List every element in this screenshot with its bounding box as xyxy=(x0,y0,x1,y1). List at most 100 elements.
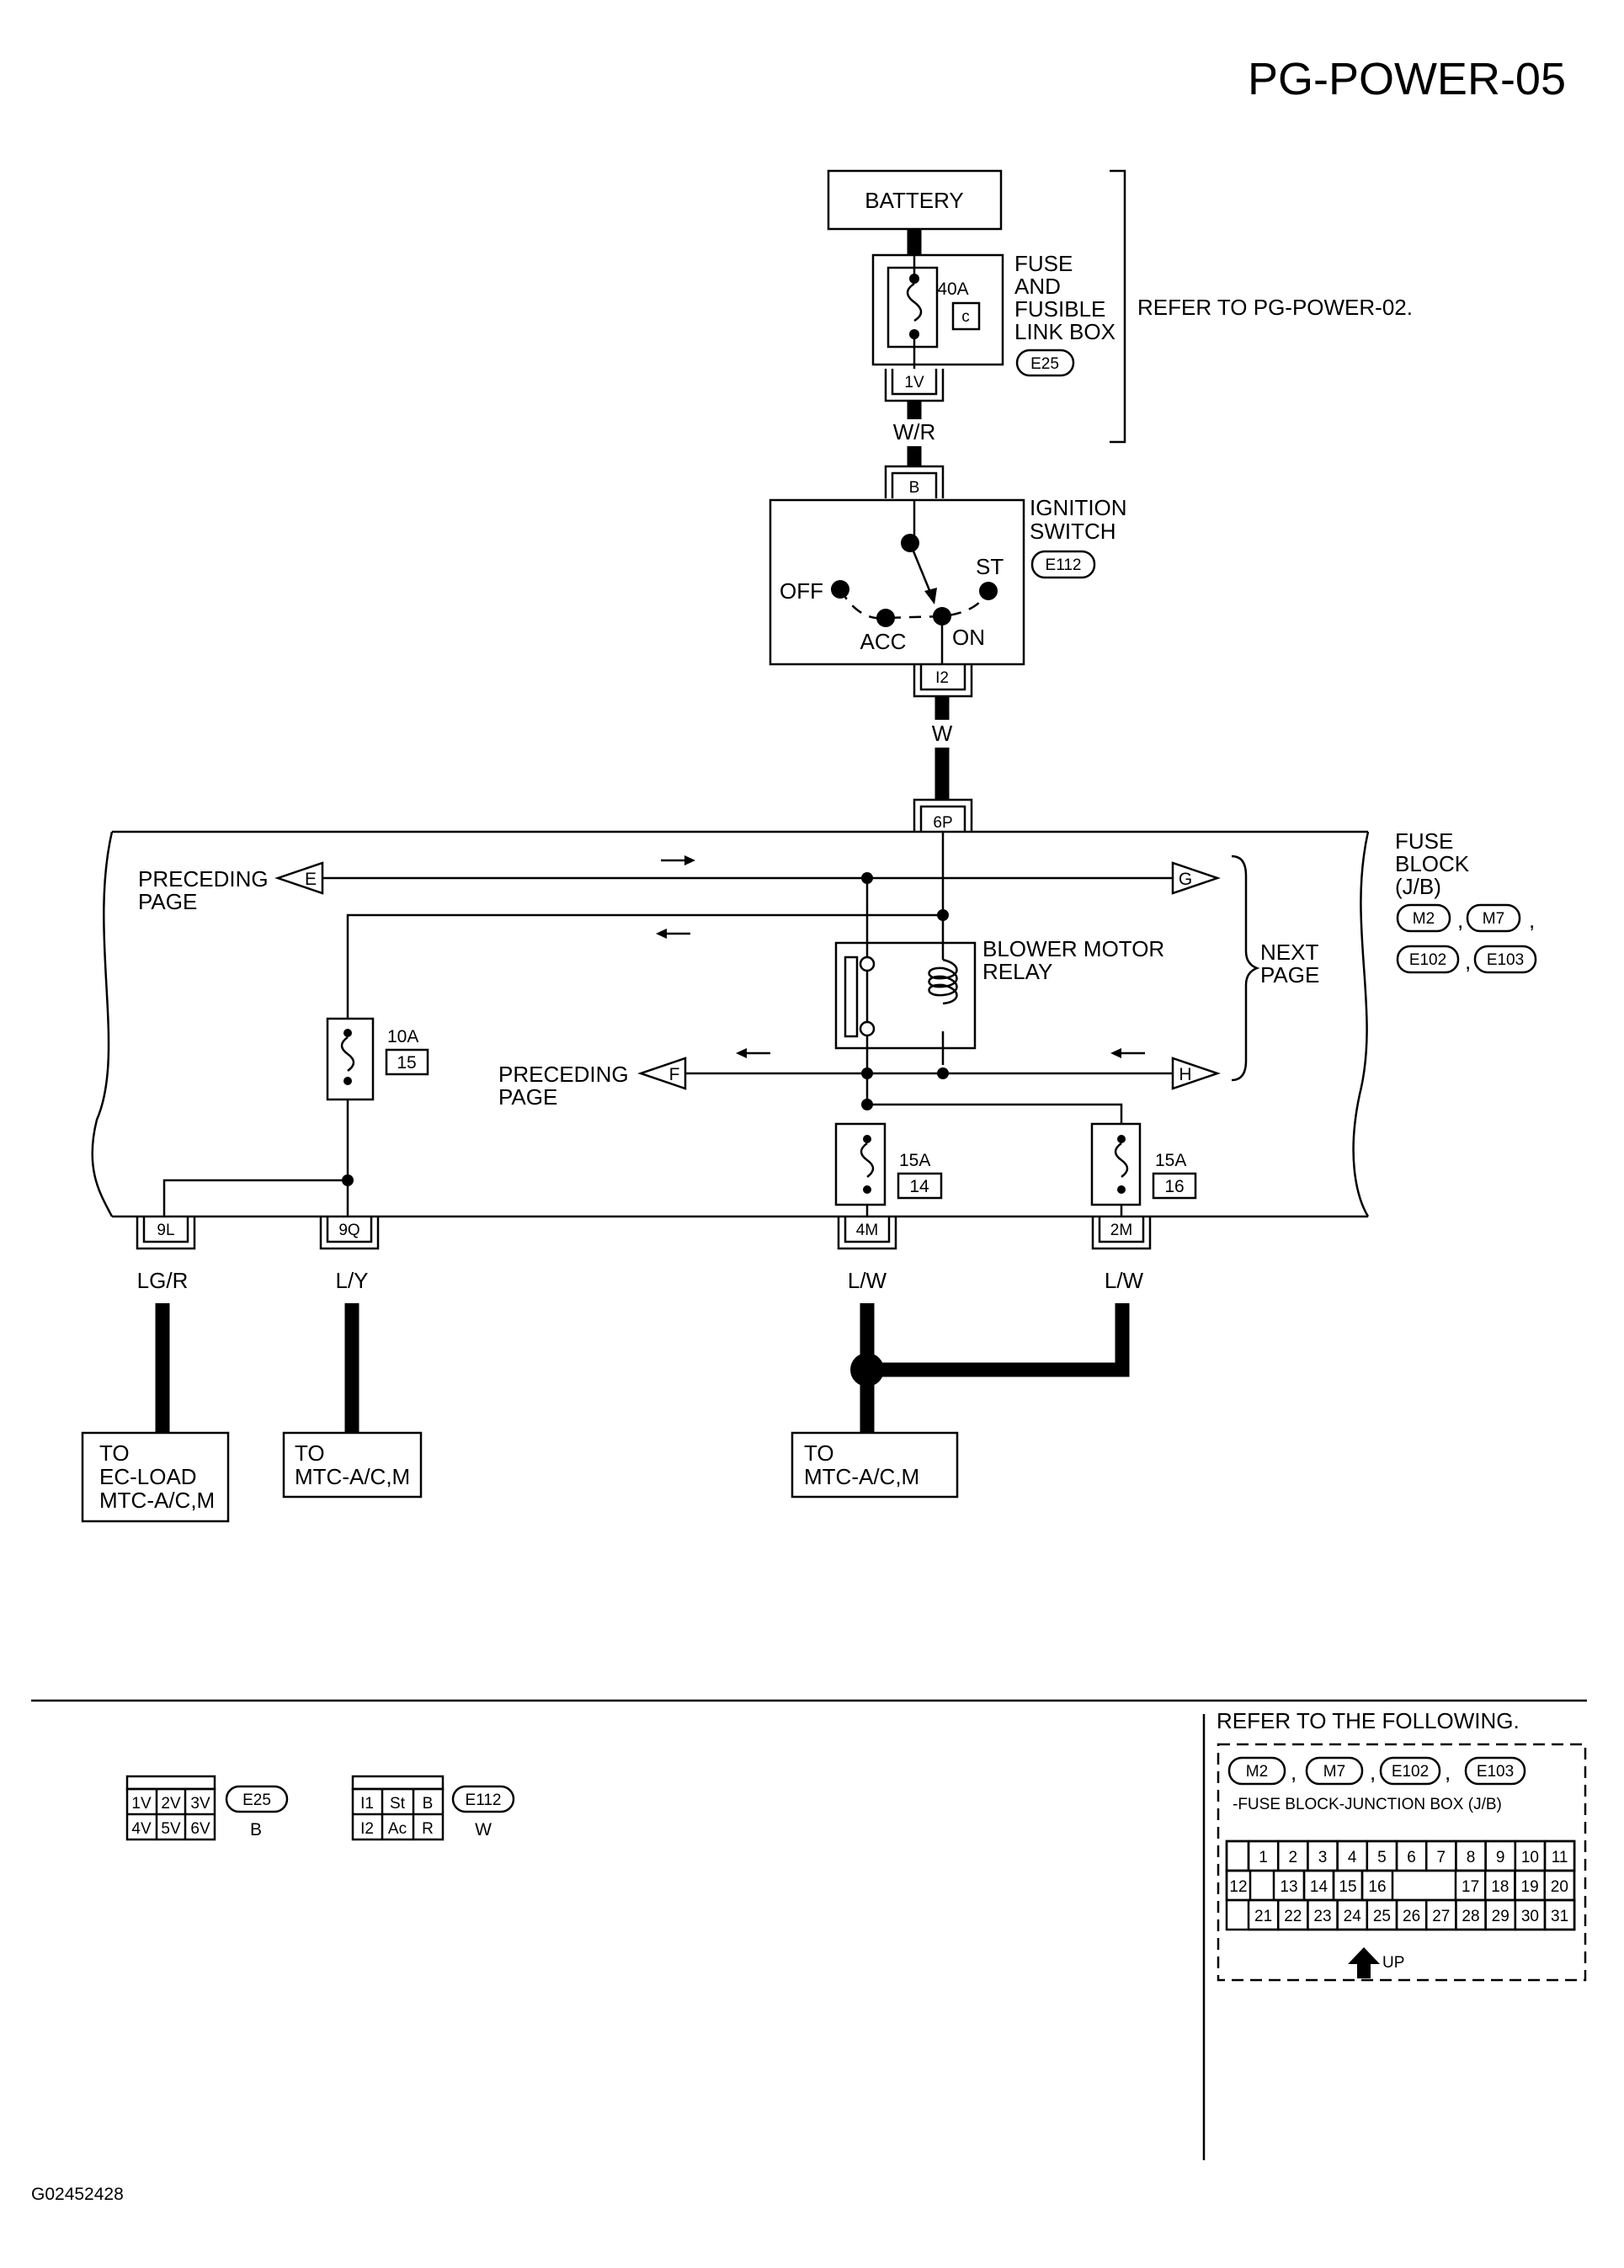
grid-terminal-27: 27 xyxy=(1432,1908,1450,1925)
svg-text:4V: 4V xyxy=(131,1820,152,1838)
destination-mtc-ac-2: TO MTC-A/C,M xyxy=(791,1431,959,1499)
svg-text:H: H xyxy=(1179,1065,1191,1084)
grid-terminal-11: 11 xyxy=(1552,1849,1568,1866)
svg-text:B: B xyxy=(909,479,920,497)
terminal-1v: 1V xyxy=(884,369,945,402)
connector-badge-e102: E102 xyxy=(1409,951,1446,969)
terminal-2m: 2M xyxy=(1091,1217,1152,1250)
ignition-switch: OFF ACC ON ST IGNITION SWITCH E112 xyxy=(769,495,1127,666)
blower-motor-relay: BLOWER MOTOR RELAY xyxy=(834,936,1164,1050)
grid-terminal-20: 20 xyxy=(1551,1878,1568,1896)
svg-text:St: St xyxy=(390,1795,406,1813)
refer-panel: REFER TO THE FOLLOWING. M2 , M7 , E102 ,… xyxy=(1217,1708,1587,1982)
next-page-label-2: PAGE xyxy=(1260,962,1319,988)
connector-badge-e25: E25 xyxy=(1030,355,1059,373)
grid-terminal-23: 23 xyxy=(1313,1908,1331,1925)
grid-terminal-12-cell xyxy=(1225,1869,1252,1902)
refer-code-m2: M2 xyxy=(1246,1763,1268,1781)
svg-text:2M: 2M xyxy=(1110,1222,1132,1239)
connector-badge-e112: E112 xyxy=(1046,556,1082,574)
fuse-box-label-4: LINK BOX xyxy=(1014,319,1116,344)
terminal-i2: I2 xyxy=(913,664,973,698)
terminal-9l: 9L xyxy=(136,1217,196,1250)
grid-terminal-25: 25 xyxy=(1373,1908,1391,1925)
svg-text:B: B xyxy=(250,1820,262,1839)
fuse-box-label-1: FUSE xyxy=(1014,251,1073,276)
refer-note: REFER TO PG-POWER-02. xyxy=(1137,295,1413,320)
figure-id: G02452428 xyxy=(31,2185,124,2204)
grid-terminal-13: 13 xyxy=(1280,1878,1297,1896)
grid-terminal-15: 15 xyxy=(1339,1878,1356,1896)
switch-pos-off: OFF xyxy=(780,578,823,604)
connector-badge-e103: E103 xyxy=(1487,951,1524,969)
svg-text:2V: 2V xyxy=(161,1795,181,1813)
page-ref-e: E xyxy=(274,861,324,895)
wire-label-lw-1: L/W xyxy=(848,1268,887,1293)
fuse-block-label-1: FUSE xyxy=(1395,828,1453,854)
switch-pos-on: ON xyxy=(952,625,985,650)
svg-text:10A: 10A xyxy=(387,1027,418,1046)
grid-terminal-4: 4 xyxy=(1348,1849,1357,1866)
grid-terminal-5: 5 xyxy=(1377,1849,1387,1866)
grid-terminal-12: 12 xyxy=(1229,1878,1247,1896)
svg-text:6V: 6V xyxy=(190,1820,210,1838)
svg-text:W: W xyxy=(475,1820,492,1839)
wire-label-lw-2: L/W xyxy=(1105,1268,1144,1293)
page-ref-g: G xyxy=(1171,861,1221,895)
refer-panel-title: REFER TO THE FOLLOWING. xyxy=(1217,1708,1520,1733)
svg-text:5V: 5V xyxy=(161,1820,181,1838)
connector-badge-m2: M2 xyxy=(1413,910,1435,928)
grid-terminal-30: 30 xyxy=(1521,1908,1539,1925)
svg-text:TO: TO xyxy=(295,1440,325,1466)
grid-terminal-26: 26 xyxy=(1403,1908,1420,1925)
wire-label-lgr: LG/R xyxy=(137,1268,189,1293)
next-page-label-1: NEXT xyxy=(1260,940,1318,965)
grid-terminal-6: 6 xyxy=(1407,1849,1416,1866)
destination-ec-load: TO EC-LOAD MTC-A/C,M xyxy=(81,1431,230,1523)
svg-text:1V: 1V xyxy=(131,1795,152,1813)
svg-text:E: E xyxy=(305,870,317,889)
fuse-id-c: c xyxy=(961,308,970,326)
fuse-link-box: 40A c FUSE AND FUSIBLE LINK BOX E25 xyxy=(871,251,1116,377)
svg-text:,: , xyxy=(1465,949,1471,974)
grid-terminal-10: 10 xyxy=(1521,1849,1539,1866)
svg-text:R: R xyxy=(422,1820,434,1838)
grid-terminal-22: 22 xyxy=(1284,1908,1302,1925)
fuse-box-label-3: FUSIBLE xyxy=(1014,296,1105,322)
connector-badge-m7: M7 xyxy=(1483,910,1504,928)
switch-pos-st: ST xyxy=(976,554,1004,579)
wire-label-wr: W/R xyxy=(893,419,936,445)
grid-terminal-24: 24 xyxy=(1344,1908,1362,1925)
relay-label-2: RELAY xyxy=(982,959,1052,984)
battery: BATTERY xyxy=(827,169,1003,231)
relay-label-1: BLOWER MOTOR xyxy=(982,936,1164,961)
grid-terminal-9: 9 xyxy=(1496,1849,1505,1866)
page-ref-f: F xyxy=(637,1057,687,1090)
fuse-block-label-3: (J/B) xyxy=(1395,874,1441,899)
preceding-page-label-4: PAGE xyxy=(498,1084,557,1110)
svg-text:3V: 3V xyxy=(190,1795,210,1813)
svg-text:E112: E112 xyxy=(466,1792,502,1809)
svg-text:,: , xyxy=(1445,1760,1451,1785)
svg-text:TO: TO xyxy=(99,1440,130,1466)
page-id: PG-POWER-05 xyxy=(1248,54,1566,104)
svg-text:9L: 9L xyxy=(157,1222,174,1239)
svg-text:15: 15 xyxy=(397,1053,416,1073)
refer-code-e103: E103 xyxy=(1477,1763,1514,1781)
fuse-15a-16: 15A 16 xyxy=(1090,1122,1197,1217)
svg-text:14: 14 xyxy=(909,1177,929,1196)
svg-text:15A: 15A xyxy=(1155,1151,1186,1170)
refer-code-m7: M7 xyxy=(1323,1763,1345,1781)
up-label: UP xyxy=(1382,1954,1404,1972)
preceding-page-label-1: PRECEDING xyxy=(138,866,269,892)
grid-terminal-19: 19 xyxy=(1521,1878,1539,1896)
svg-text:I1: I1 xyxy=(360,1795,374,1813)
grid-terminal-1: 1 xyxy=(1259,1849,1268,1866)
grid-terminal-14: 14 xyxy=(1310,1878,1328,1896)
svg-text:MTC-A/C,M: MTC-A/C,M xyxy=(295,1464,410,1489)
direction-arrows xyxy=(656,855,1145,1058)
grid-terminal-29: 29 xyxy=(1492,1908,1510,1925)
connector-view-e112: I1 St B I2 Ac R E112 W xyxy=(351,1775,515,1841)
svg-text:9Q: 9Q xyxy=(338,1222,359,1239)
ignition-label-2: SWITCH xyxy=(1030,519,1116,544)
